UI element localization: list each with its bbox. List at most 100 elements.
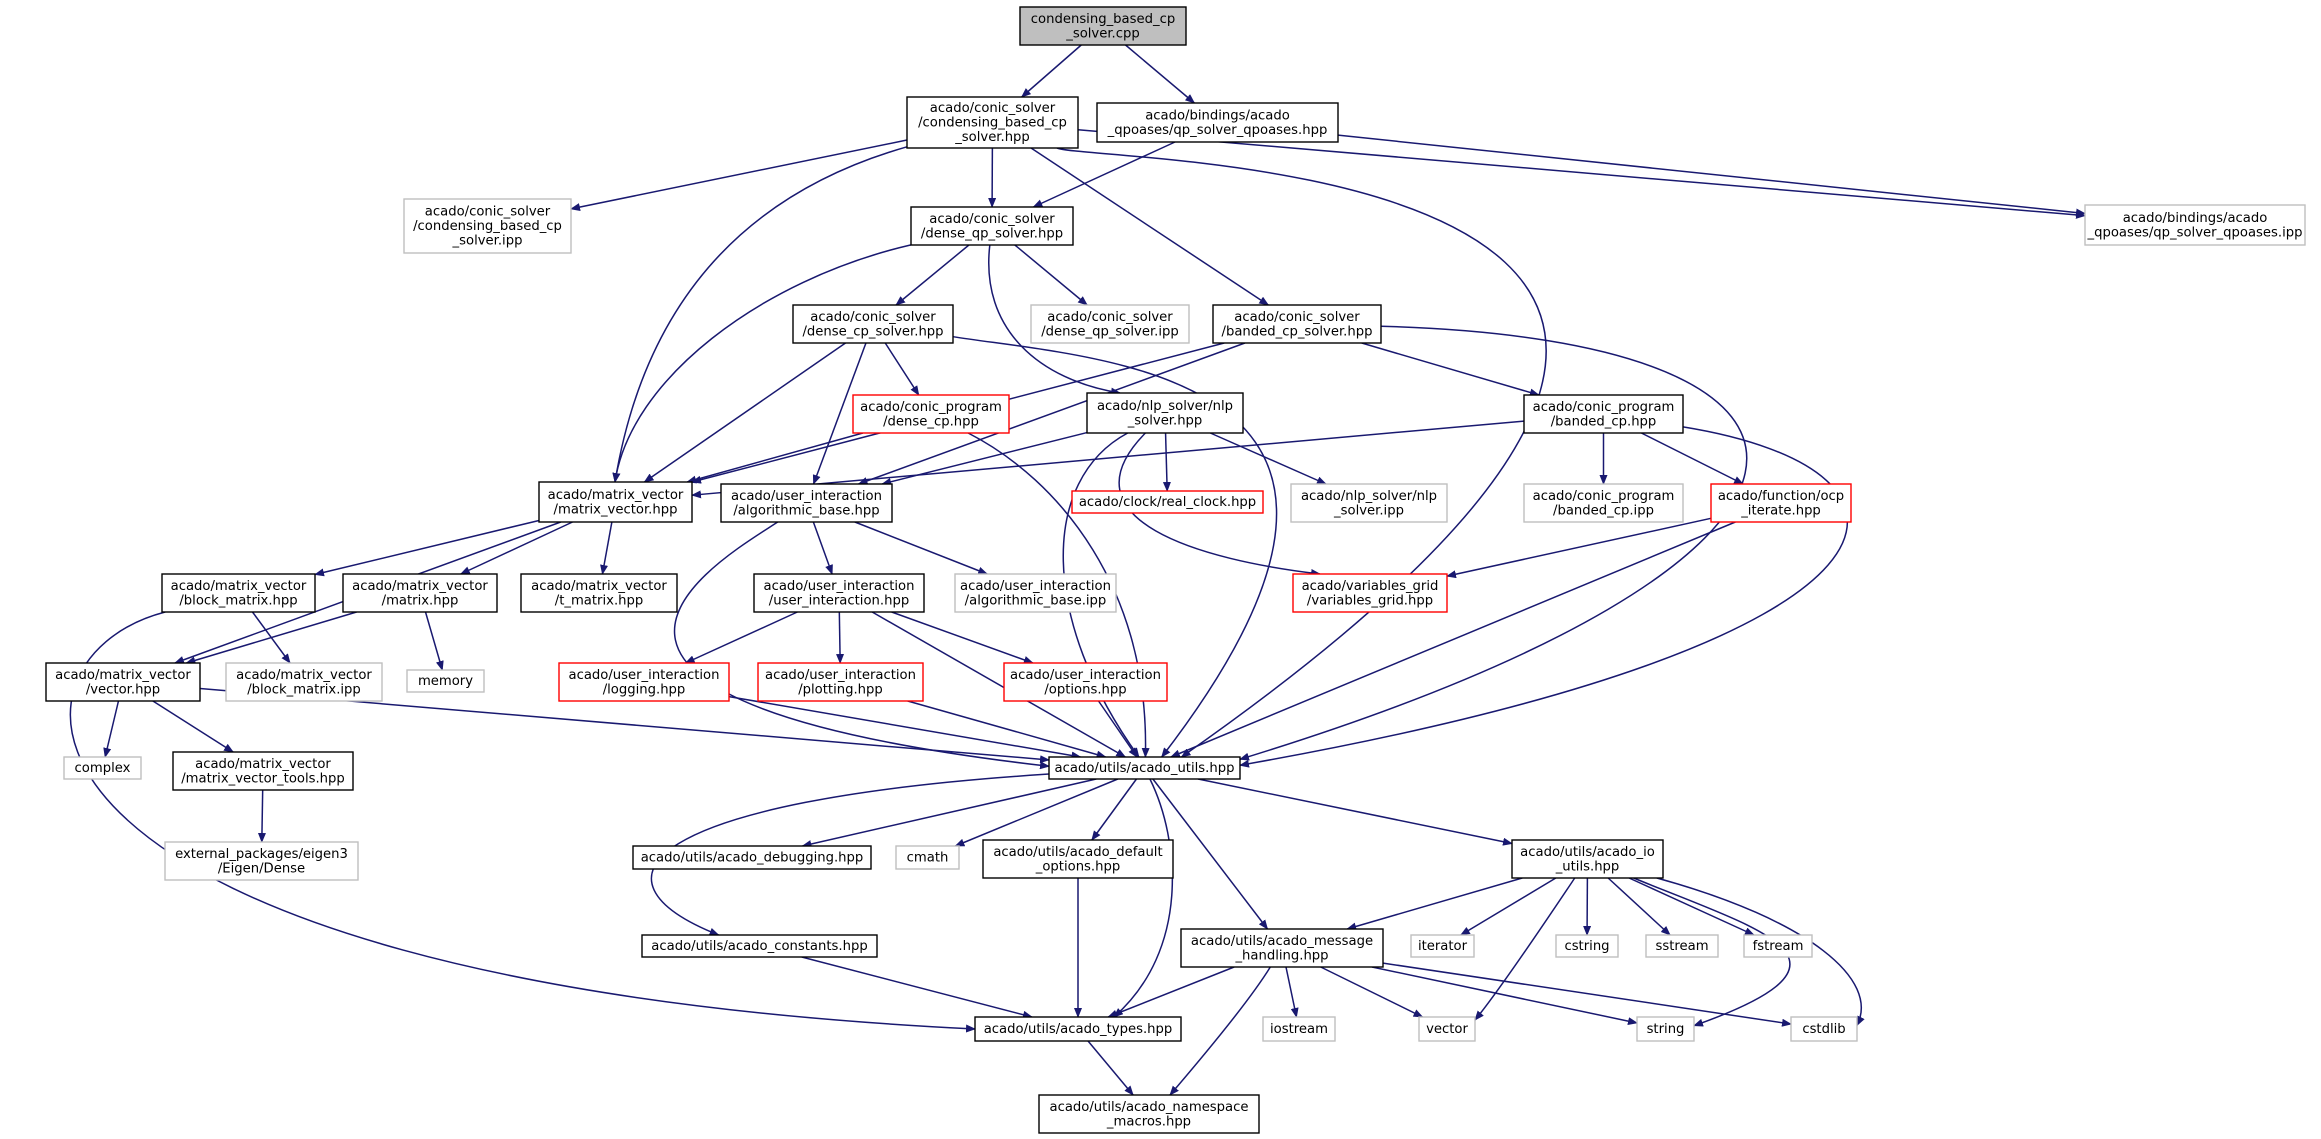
node-banded_cp_hpp[interactable]: acado/conic_program/banded_cp.hpp [1523, 394, 1684, 434]
node-box-cstdlib [1790, 1016, 1858, 1042]
node-mv_hpp[interactable]: acado/matrix_vector/matrix_vector.hpp [538, 481, 693, 523]
edge-ui_hpp-to-options [891, 611, 1034, 664]
edge-dense_cp_hpp-to-algo_hpp [812, 342, 867, 485]
node-label-eigen-1: /Eigen/Dense [218, 861, 305, 876]
node-label-dense_cp_hpp-1: /dense_cp_solver.hpp [802, 324, 943, 339]
node-box-cbcs_ipp [403, 198, 572, 254]
node-box-dense_cp_prog [852, 394, 1010, 434]
node-label-cbcs_hpp-1: /condensing_based_cp [918, 116, 1067, 131]
node-label-mv_hpp-0: acado/matrix_vector [548, 488, 684, 503]
node-root[interactable]: condensing_based_cp_solver.cpp [1019, 6, 1187, 46]
node-constants[interactable]: acado/utils/acado_constants.hpp [641, 934, 878, 958]
node-label-ocp_iterate-1: _iterate.hpp [1740, 503, 1821, 518]
node-label-banded_cp_solver_hpp-0: acado/conic_solver [1234, 310, 1360, 325]
node-dense_cp_hpp[interactable]: acado/conic_solver/dense_cp_solver.hpp [792, 304, 954, 344]
node-box-mv_hpp [538, 481, 693, 523]
node-block_matrix_hpp[interactable]: acado/matrix_vector/block_matrix.hpp [161, 573, 316, 613]
node-nlp_hpp[interactable]: acado/nlp_solver/nlp_solver.hpp [1086, 392, 1244, 434]
node-t_matrix[interactable]: acado/matrix_vector/t_matrix.hpp [520, 573, 678, 613]
node-debugging[interactable]: acado/utils/acado_debugging.hpp [632, 845, 872, 870]
edge-algo_hpp-to-algo_ipp [854, 521, 989, 575]
node-label-complex-0: complex [75, 761, 131, 776]
node-logging[interactable]: acado/user_interaction/logging.hpp [558, 662, 730, 702]
node-label-logging-0: acado/user_interaction [569, 668, 720, 683]
node-algo_hpp[interactable]: acado/user_interaction/algorithmic_base.… [720, 483, 893, 523]
node-box-cmath [895, 845, 960, 870]
node-label-iterator-0: iterator [1418, 939, 1468, 954]
node-label-banded_cp_solver_hpp-1: /banded_cp_solver.hpp [1222, 324, 1373, 339]
node-cstdlib: cstdlib [1790, 1016, 1858, 1042]
node-label-cmath-0: cmath [907, 851, 949, 866]
node-box-vector_std [1418, 1016, 1476, 1042]
node-mv_tools[interactable]: acado/matrix_vector/matrix_vector_tools.… [172, 751, 354, 791]
edge-banded_cp_hpp-to-ocp_iterate [1641, 432, 1745, 485]
edge-block_matrix_hpp-to-types [69, 611, 976, 1033]
edge-mv_tools-to-eigen [257, 789, 266, 843]
edge-dense_qp_hpp-to-dense_cp_hpp [895, 244, 970, 306]
edge-dense_cp_prog-to-mv_hpp [686, 432, 864, 484]
node-box-cstring [1555, 934, 1619, 958]
edge-message_handling-to-namespace_macros [1169, 966, 1271, 1096]
node-real_clock[interactable]: acado/clock/real_clock.hpp [1071, 490, 1264, 514]
edge-dense_qp_hpp-to-mv_hpp [612, 244, 912, 483]
node-plotting[interactable]: acado/user_interaction/plotting.hpp [757, 662, 924, 702]
node-namespace_macros[interactable]: acado/utils/acado_namespace_macros.hpp [1038, 1094, 1260, 1134]
edge-cbcs_hpp-to-acado_utils [1056, 147, 1547, 758]
edge-vector_hpp-to-complex [103, 700, 120, 758]
node-types[interactable]: acado/utils/acado_types.hpp [974, 1016, 1182, 1042]
node-memory: memory [406, 669, 485, 693]
node-box-qpoases_ipp [2084, 204, 2306, 246]
node-box-block_matrix_hpp [161, 573, 316, 613]
node-box-algo_ipp [954, 573, 1117, 613]
node-complex: complex [63, 756, 142, 780]
node-dense_cp_prog[interactable]: acado/conic_program/dense_cp.hpp [852, 394, 1010, 434]
node-label-namespace_macros-0: acado/utils/acado_namespace [1050, 1100, 1249, 1115]
node-ui_hpp[interactable]: acado/user_interaction/user_interaction.… [753, 573, 925, 613]
node-label-banded_cp_hpp-0: acado/conic_program [1533, 400, 1675, 415]
node-label-string_std-0: string [1647, 1022, 1685, 1037]
node-label-root-1: _solver.cpp [1065, 26, 1140, 41]
node-banded_cp_solver_hpp[interactable]: acado/conic_solver/banded_cp_solver.hpp [1212, 304, 1382, 344]
edge-matrix_hpp-to-memory [424, 611, 444, 671]
node-cbcs_ipp: acado/conic_solver/condensing_based_cp_s… [403, 198, 572, 254]
node-ocp_iterate[interactable]: acado/function/ocp_iterate.hpp [1710, 483, 1852, 523]
node-default_options[interactable]: acado/utils/acado_default_options.hpp [982, 839, 1174, 879]
node-label-algo_hpp-0: acado/user_interaction [731, 489, 882, 504]
edge-dense_cp_hpp-to-mv_hpp [643, 342, 846, 483]
node-label-sstream-0: sstream [1655, 939, 1708, 954]
node-message_handling[interactable]: acado/utils/acado_message_handling.hpp [1180, 928, 1384, 968]
edge-logging-to-acado_utils [728, 695, 1082, 760]
node-io_utils[interactable]: acado/utils/acado_io_utils.hpp [1511, 839, 1664, 879]
node-label-eigen-0: external_packages/eigen3 [175, 847, 348, 862]
node-box-dense_qp_ipp [1030, 304, 1190, 344]
node-options[interactable]: acado/user_interaction/options.hpp [1003, 662, 1168, 702]
node-label-qpoases_hpp-1: _qpoases/qp_solver_qpoases.hpp [1107, 123, 1328, 138]
node-cbcs_hpp[interactable]: acado/conic_solver/condensing_based_cp_s… [906, 96, 1079, 149]
node-box-nlp_hpp [1086, 392, 1244, 434]
node-box-algo_hpp [720, 483, 893, 523]
node-vector_hpp[interactable]: acado/matrix_vector/vector.hpp [45, 662, 201, 702]
node-box-root [1019, 6, 1187, 46]
node-box-real_clock [1071, 490, 1264, 514]
node-acado_utils[interactable]: acado/utils/acado_utils.hpp [1048, 756, 1241, 780]
node-label-qpoases_hpp-0: acado/bindings/acado [1145, 108, 1290, 123]
edge-message_handling-to-string_std [1371, 966, 1638, 1026]
edge-banded_cp_hpp-to-mv_hpp [691, 420, 1525, 499]
node-label-cbcs_ipp-2: _solver.ipp [452, 234, 523, 249]
node-label-cbcs_ipp-1: /condensing_based_cp [413, 219, 562, 234]
node-matrix_hpp[interactable]: acado/matrix_vector/matrix.hpp [342, 573, 498, 613]
node-label-real_clock-0: acado/clock/real_clock.hpp [1079, 495, 1256, 510]
node-iostream: iostream [1262, 1016, 1336, 1042]
node-label-types-0: acado/utils/acado_types.hpp [984, 1022, 1173, 1037]
edge-qpoases_hpp-to-dense_qp_hpp [1032, 141, 1176, 208]
node-label-mv_hpp-1: /matrix_vector.hpp [554, 502, 678, 517]
node-dense_qp_hpp[interactable]: acado/conic_solver/dense_qp_solver.hpp [910, 206, 1074, 246]
node-qpoases_hpp[interactable]: acado/bindings/acado_qpoases/qp_solver_q… [1096, 102, 1339, 143]
edge-mv_hpp-to-t_matrix [600, 521, 613, 575]
edge-cbcs_hpp-to-mv_hpp [612, 146, 908, 483]
node-label-nlp_hpp-0: acado/nlp_solver/nlp [1097, 399, 1233, 414]
node-variables_grid[interactable]: acado/variables_grid/variables_grid.hpp [1292, 573, 1448, 613]
edge-banded_cp_solver_hpp-to-banded_cp_hpp [1361, 342, 1540, 397]
node-label-cstdlib-0: cstdlib [1802, 1022, 1845, 1037]
edge-ui_hpp-to-acado_utils [871, 611, 1127, 758]
